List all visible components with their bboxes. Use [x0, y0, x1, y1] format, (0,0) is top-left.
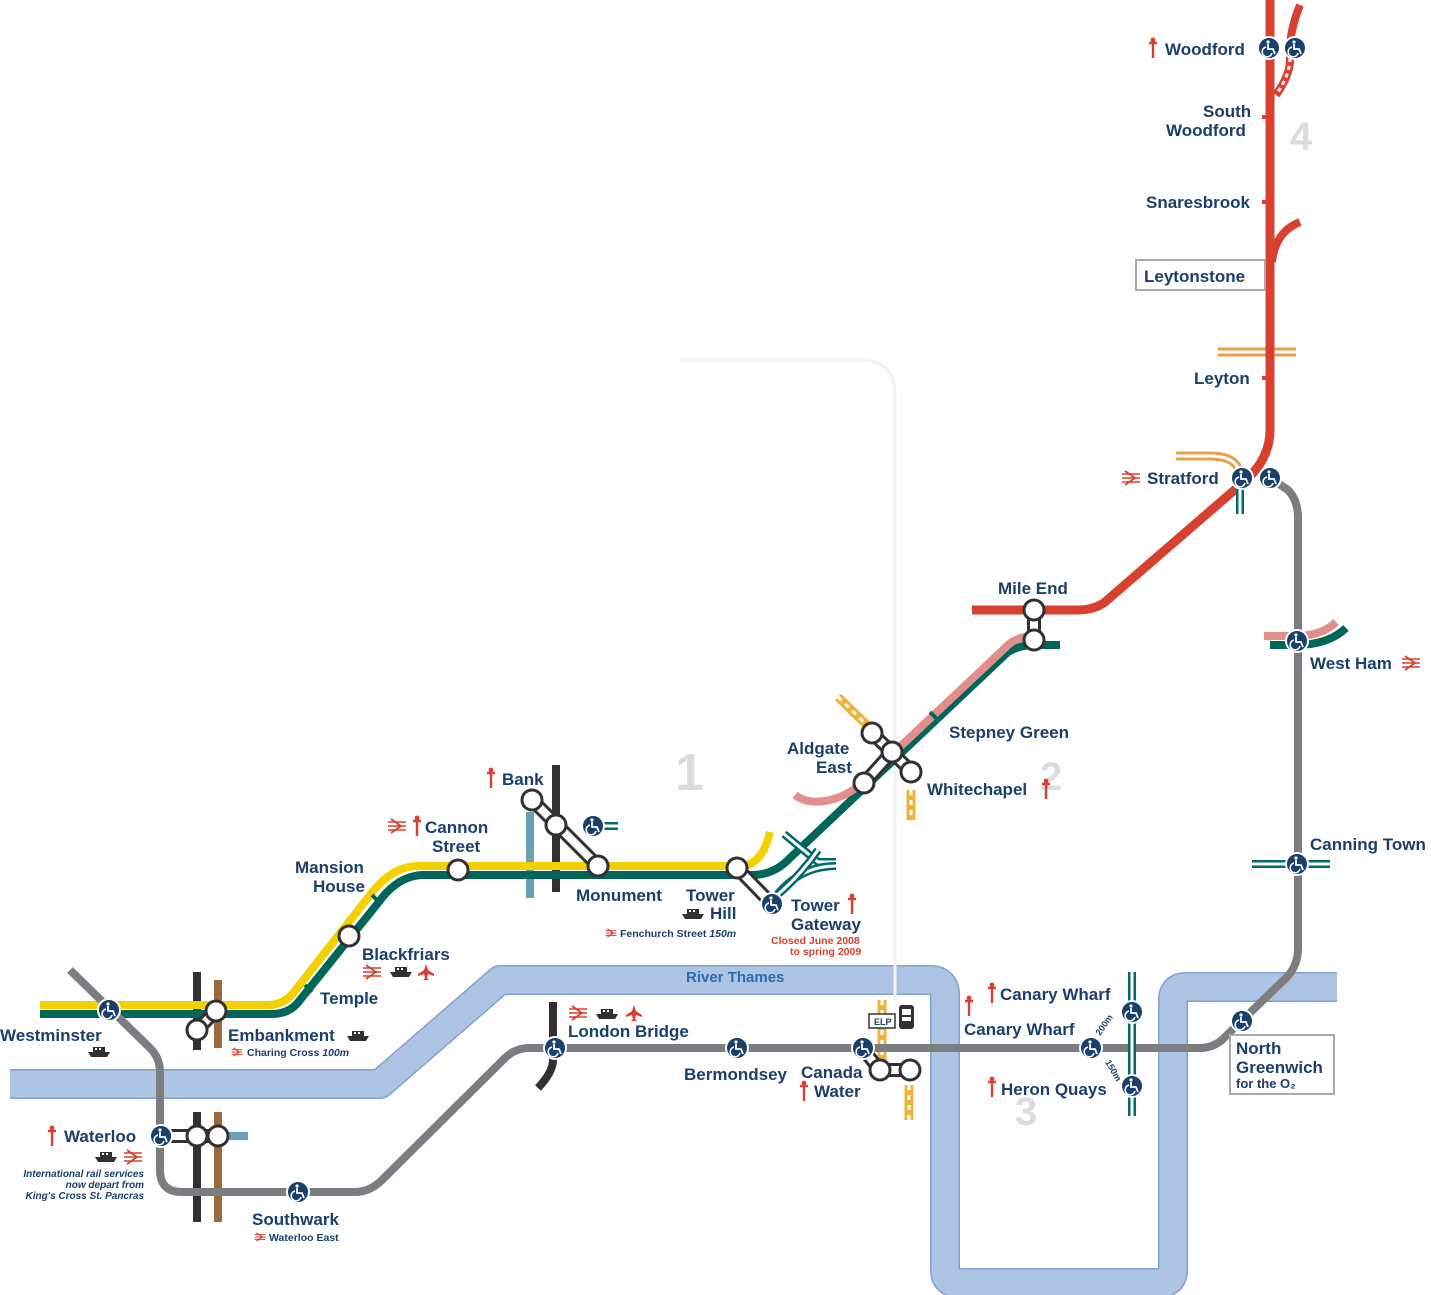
station-tower-hill-2[interactable]: Hill [710, 904, 736, 923]
station-leyton[interactable]: Leyton [1194, 369, 1250, 388]
zone-1-label: 1 [675, 744, 704, 802]
station-north-greenwich-2[interactable]: Greenwich [1236, 1058, 1323, 1077]
charing-cross-note: Charing Cross 100m [247, 1047, 349, 1059]
station-tower-hill[interactable]: Tower [686, 886, 735, 905]
station-canary-wharf-dlr[interactable]: Canary Wharf [1000, 985, 1111, 1004]
walk-200m-note: 200m [1093, 1013, 1114, 1038]
north-greenwich-box [1229, 1034, 1335, 1095]
intl-rail-note-3: King's Cross St. Pancras [25, 1191, 144, 1202]
station-aldgate-east[interactable]: Aldgate [787, 739, 849, 758]
station-mansion-house-2[interactable]: House [313, 877, 365, 896]
circle-line [40, 830, 774, 1009]
station-south-woodford-2[interactable]: Woodford [1166, 121, 1246, 140]
station-bank[interactable]: Bank [502, 770, 544, 789]
station-monument[interactable]: Monument [576, 886, 662, 905]
station-leytonstone[interactable]: Leytonstone [1144, 267, 1245, 286]
svg-text:ELP: ELP [874, 1017, 892, 1027]
station-embankment[interactable]: Embankment [228, 1026, 335, 1045]
interchange-circles [185, 598, 1046, 1148]
national-rail-icon [123, 470, 1421, 1242]
station-london-bridge[interactable]: London Bridge [568, 1022, 689, 1041]
station-south-woodford[interactable]: South [1203, 102, 1251, 121]
station-canning-town[interactable]: Canning Town [1310, 835, 1426, 854]
central-line [972, 0, 1304, 615]
station-whitechapel[interactable]: Whitechapel [927, 780, 1027, 799]
station-west-ham[interactable]: West Ham [1310, 654, 1392, 673]
zone-2-label: 2 [1040, 755, 1062, 799]
station-canary-wharf-jubilee[interactable]: Canary Wharf [964, 1020, 1075, 1039]
station-stepney-green[interactable]: Stepney Green [949, 723, 1069, 742]
station-waterloo[interactable]: Waterloo [64, 1127, 136, 1146]
river-thames [10, 965, 1337, 1295]
leytonstone-box [1135, 259, 1266, 291]
station-heron-quays[interactable]: Heron Quays [1001, 1080, 1107, 1099]
dlr-line [593, 478, 1330, 1116]
station-north-greenwich[interactable]: North [1236, 1039, 1281, 1058]
intl-rail-note: International rail services [23, 1169, 144, 1180]
station-tower-gateway[interactable]: Tower [791, 896, 840, 915]
bus-icon [899, 1005, 914, 1029]
jubilee-line [67, 474, 1302, 1196]
elp-badge: ELP [868, 1013, 896, 1029]
hammersmith-city-line [792, 632, 1035, 806]
station-snaresbrook[interactable]: Snaresbrook [1146, 193, 1250, 212]
district-line [40, 641, 1060, 1018]
station-aldgate-east-2[interactable]: East [816, 758, 852, 777]
station-cannon-street[interactable]: Cannon [425, 818, 488, 837]
station-mile-end[interactable]: Mile End [998, 579, 1068, 598]
tower-gateway-closed-note-2: to spring 2009 [790, 946, 861, 958]
station-westminster[interactable]: Westminster [0, 1026, 102, 1045]
station-canada-water[interactable]: Canada [801, 1063, 863, 1082]
intl-rail-note-2: now depart from [66, 1180, 144, 1191]
zone-boundary [680, 358, 897, 1000]
river-thames-label: River Thames [686, 969, 784, 986]
waterloo-east-note: Waterloo East [269, 1232, 339, 1244]
station-blackfriars[interactable]: Blackfriars [362, 945, 450, 964]
station-cannon-street-2[interactable]: Street [432, 837, 481, 856]
station-woodford[interactable]: Woodford [1165, 40, 1245, 59]
station-bermondsey[interactable]: Bermondsey [684, 1065, 788, 1084]
station-canada-water-2[interactable]: Water [814, 1082, 861, 1101]
fenchurch-note: Fenchurch Street 150m [620, 928, 736, 940]
zone-4-label: 4 [1290, 115, 1313, 159]
station-southwark[interactable]: Southwark [252, 1210, 339, 1229]
station-mansion-house[interactable]: Mansion [295, 858, 364, 877]
zone-3-label: 3 [1015, 1090, 1037, 1134]
station-north-greenwich-3: for the O₂ [1236, 1076, 1296, 1091]
station-tower-gateway-2[interactable]: Gateway [791, 915, 861, 934]
station-temple[interactable]: Temple [320, 989, 378, 1008]
tower-gateway-closed-note: Closed June 2008 [771, 935, 860, 947]
station-stratford[interactable]: Stratford [1147, 469, 1219, 488]
